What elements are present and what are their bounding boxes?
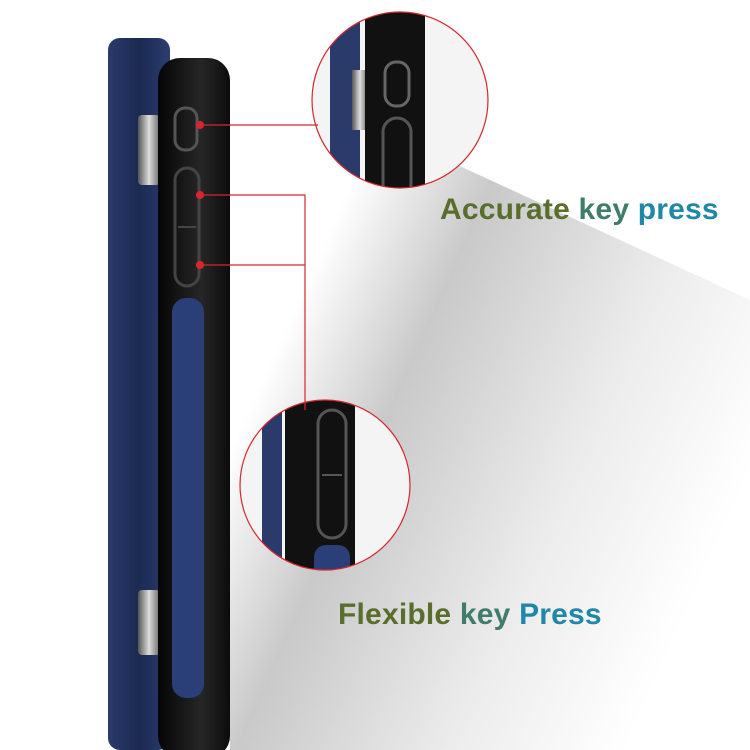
caption-accurate-key-press: Accurate key press [440,193,719,227]
leather-strip [172,298,204,698]
hinge-bottom [138,590,160,655]
power-button-cutout [173,106,199,152]
caption-word: press [637,193,719,226]
phone-case [108,38,230,750]
zoom-circle-bottom [240,400,410,570]
caption-word: Press [519,598,602,631]
callout-lines [195,120,318,410]
caption-word: Flexible [338,598,452,631]
hinge-top [138,115,160,185]
volume-buttons [173,166,201,288]
caption-word: key [578,193,630,226]
caption-word: key [459,598,511,631]
caption-flexible-key-press: Flexible key Press [338,598,602,632]
leather-wallet [108,38,170,750]
zoom-circle-top [312,12,488,188]
background-shadow [230,60,750,750]
caption-word: Accurate [440,193,570,226]
